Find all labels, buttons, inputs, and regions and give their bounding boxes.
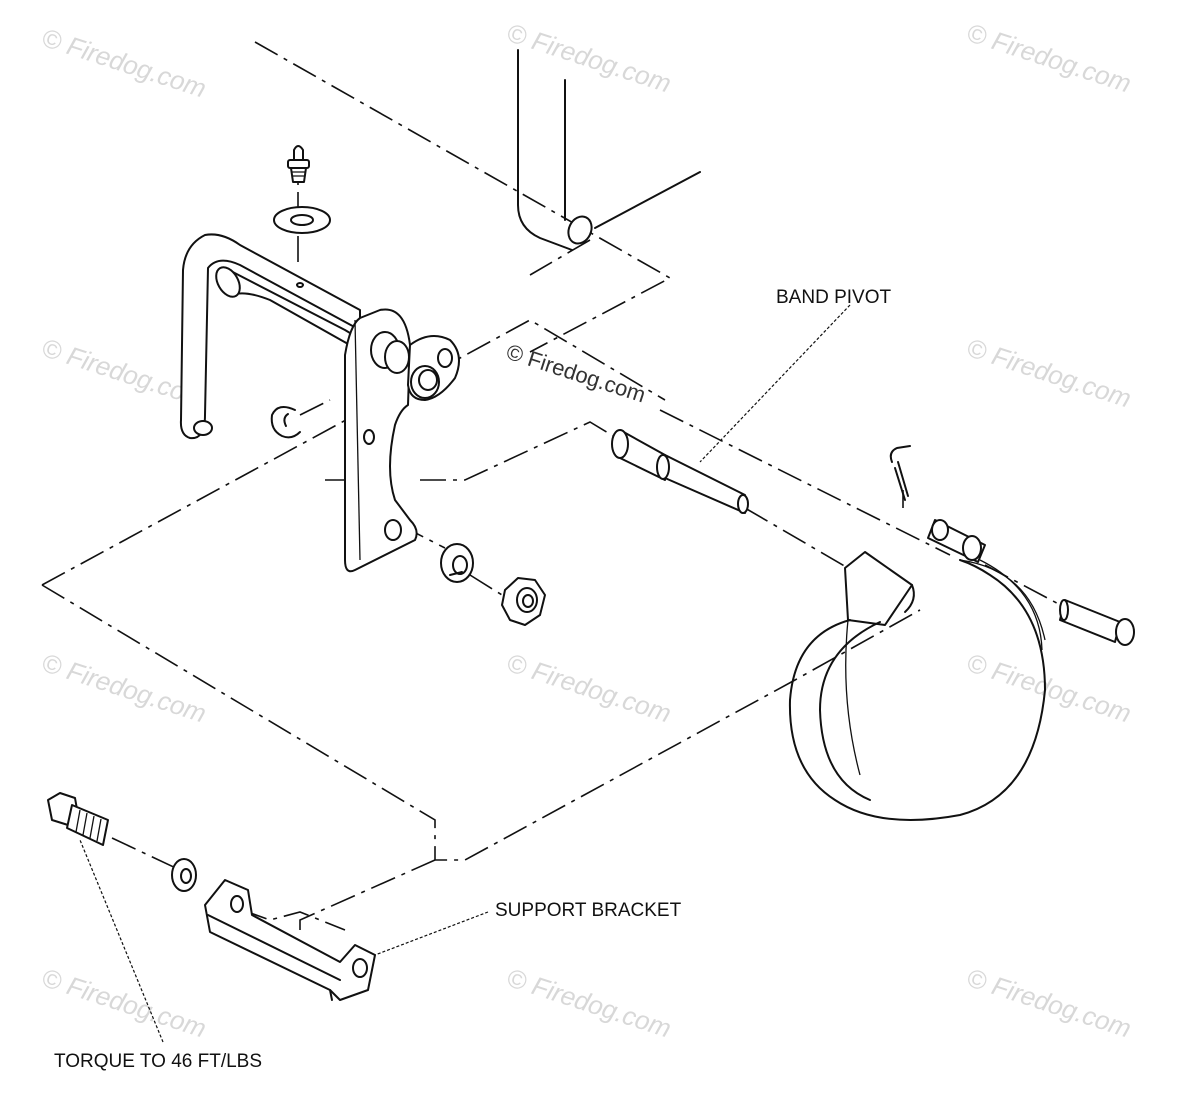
band-pivot-pin xyxy=(611,429,749,514)
callout-band-pivot: BAND PIVOT xyxy=(776,287,891,308)
e-clip xyxy=(270,405,301,439)
watermark: © Firedog.com xyxy=(503,962,675,1043)
watermark-center: © Firedog.com xyxy=(503,339,648,407)
hex-nut xyxy=(501,577,546,626)
leader-lines xyxy=(79,304,851,1043)
clevis-pin xyxy=(1059,599,1135,646)
frame-member xyxy=(517,49,701,251)
watermark: © Firedog.com xyxy=(38,962,210,1043)
watermark: © Firedog.com xyxy=(503,647,675,728)
watermark: © Firedog.com xyxy=(963,962,1135,1043)
flat-washer-top xyxy=(273,206,331,234)
watermark: © Firedog.com xyxy=(963,332,1135,413)
cotter-pin xyxy=(889,445,911,501)
mounting-bracket xyxy=(344,308,418,573)
watermark: © Firedog.com xyxy=(38,22,210,103)
watermark: © Firedog.com xyxy=(963,17,1135,98)
watermark-layer: © Firedog.com © Firedog.com © Firedog.co… xyxy=(38,17,1135,1043)
screw xyxy=(287,145,310,183)
brake-band xyxy=(788,551,1046,821)
shaft-pivot xyxy=(370,331,460,401)
hex-bolt xyxy=(47,792,109,846)
lock-washer-small xyxy=(171,858,197,892)
band-end-connector xyxy=(927,519,986,563)
watermark: © Firedog.com xyxy=(963,647,1135,728)
watermark: © Firedog.com xyxy=(38,647,210,728)
lock-washer xyxy=(440,543,474,583)
callout-support-bracket: SUPPORT BRACKET xyxy=(495,900,682,921)
watermark: © Firedog.com xyxy=(503,17,675,98)
callout-torque-spec: TORQUE TO 46 FT/LBS xyxy=(54,1051,262,1072)
assembly-centerlines xyxy=(41,41,1071,931)
support-bracket xyxy=(204,879,376,1001)
